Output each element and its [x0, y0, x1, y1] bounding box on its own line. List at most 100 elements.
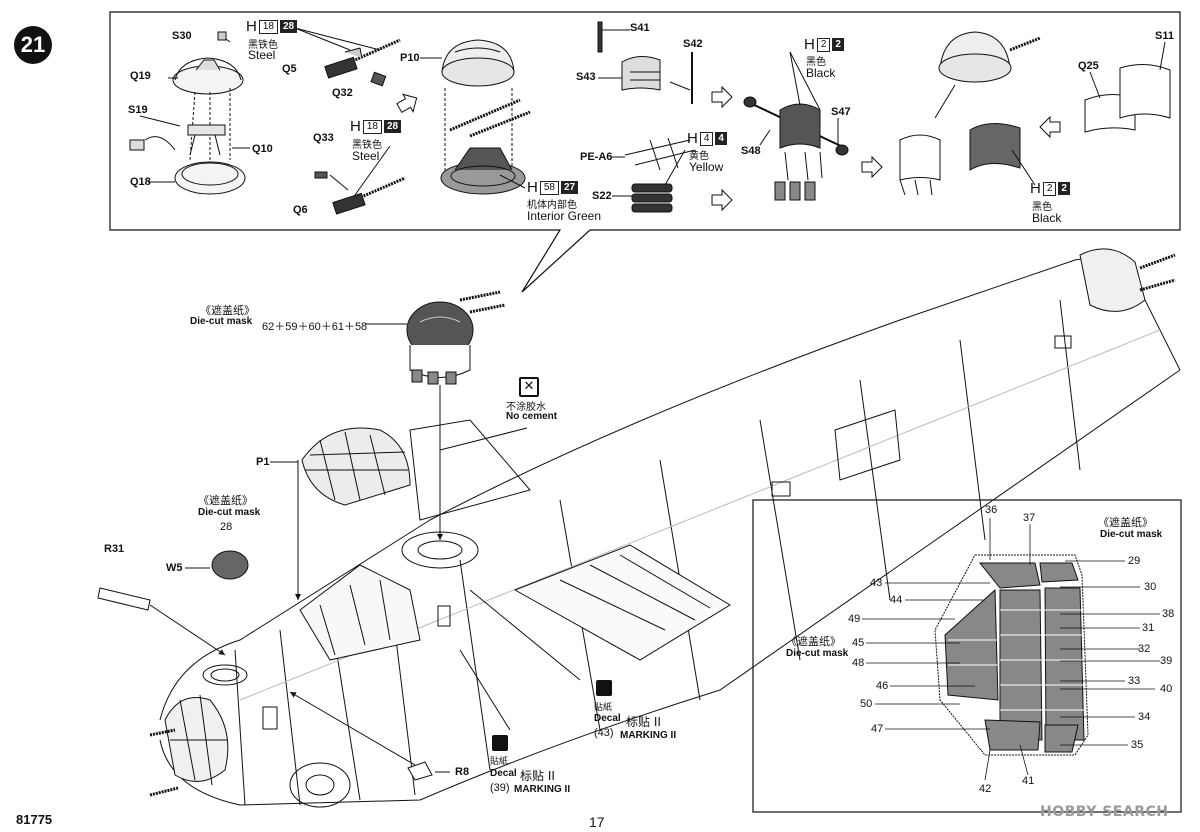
paint-number: 4	[699, 131, 714, 146]
paint-code-steel-2: H 18 28	[350, 118, 402, 135]
part-label-s43: S43	[576, 71, 596, 83]
mask-number: 43	[870, 577, 883, 589]
paint-code-black-2: H 2 2	[1030, 180, 1070, 197]
decal-marking-en: MARKING II	[620, 730, 677, 741]
mask-number: 38	[1162, 608, 1175, 620]
paint-name-cn: 黑色	[806, 57, 826, 68]
nose-mask-number: 28	[220, 521, 233, 533]
paint-number: 2	[816, 37, 831, 52]
part-label-q5: Q5	[282, 63, 297, 75]
paint-name-cn: 黑色	[1032, 202, 1052, 213]
part-label-s19: S19	[128, 104, 148, 116]
paint-brand: H	[527, 179, 538, 196]
part-label-r31: R31	[104, 543, 125, 555]
part-label-q32: Q32	[332, 87, 353, 99]
part-label-q10: Q10	[252, 143, 273, 155]
paint-number-alt: 27	[560, 181, 579, 194]
no-cement-en: No cement	[506, 411, 558, 422]
paint-brand: H	[350, 118, 361, 135]
mask-number: 36	[985, 504, 998, 516]
part-label-q6: Q6	[293, 204, 308, 216]
watermark: HOBBY SEARCH	[1040, 804, 1169, 820]
mask-number: 35	[1131, 739, 1144, 751]
turret-mask-title-en: Die-cut mask	[190, 316, 253, 327]
turret-mask-numbers: 62＋59＋60＋61＋58	[262, 321, 368, 333]
paint-name-en: Yellow	[689, 160, 724, 174]
decal-en: Decal	[594, 713, 621, 724]
kit-number: 81775	[16, 812, 53, 827]
part-label-s48: S48	[741, 145, 761, 157]
part-label-w5: W5	[166, 562, 183, 574]
nose-mask-title-en: Die-cut mask	[198, 507, 261, 518]
paint-code-interior-green: H 58 27	[527, 179, 579, 196]
decal-marking-cn: 标贴 II	[520, 769, 555, 783]
paint-number: 2	[1042, 181, 1057, 196]
part-label-s11: S11	[1155, 30, 1174, 42]
paint-brand: H	[246, 18, 257, 35]
mask-number: 49	[848, 613, 861, 625]
paint-brand: H	[1030, 180, 1041, 197]
canopy-mask-title-en: Die-cut mask	[1100, 529, 1163, 540]
paint-number: 58	[539, 180, 559, 195]
mask-number: 34	[1138, 711, 1151, 723]
mask-number: 44	[890, 594, 903, 606]
part-label-s22: S22	[592, 190, 612, 202]
mask-number: 50	[860, 698, 873, 710]
decal-number: (43)	[594, 727, 614, 739]
paint-name-cn: 机体内部色	[527, 200, 577, 211]
canopy-mask-title-en-2: Die-cut mask	[786, 648, 849, 659]
turret-mask-title-cn: 《遮盖纸》	[200, 304, 255, 317]
paint-number-alt: 2	[1058, 182, 1070, 195]
part-label-q33: Q33	[313, 132, 334, 144]
mask-number: 30	[1144, 581, 1157, 593]
decal-number: (39)	[490, 782, 510, 794]
mask-number: 31	[1142, 622, 1155, 634]
no-cement-icon: ✕	[519, 377, 539, 397]
nose-mask-title-cn: 《遮盖纸》	[198, 494, 253, 507]
decal-cn-small: 貼紙	[490, 757, 509, 767]
mask-number: 41	[1022, 775, 1035, 787]
decal-icon	[492, 735, 508, 751]
paint-number-alt: 2	[832, 38, 844, 51]
part-label-s47: S47	[831, 106, 851, 118]
paint-name-en: Steel	[352, 149, 380, 163]
mask-number: 39	[1160, 655, 1173, 667]
paint-name-cn: 黑铁色	[248, 40, 278, 51]
paint-brand: H	[687, 130, 698, 147]
paint-number: 18	[362, 119, 382, 134]
canopy-mask-title-cn: 《遮盖纸》	[1098, 516, 1153, 529]
part-label-p10: P10	[400, 52, 420, 64]
part-label-s30: S30	[172, 30, 192, 42]
mask-number: 42	[979, 783, 992, 795]
page-number: 17	[589, 814, 605, 830]
mask-number: 48	[852, 657, 865, 669]
paint-number-alt: 28	[383, 120, 402, 133]
paint-number-alt: 4	[715, 132, 727, 145]
paint-code-steel-1: H 18 28	[246, 18, 298, 35]
paint-code-yellow: H 4 4	[687, 130, 727, 147]
decal-icon	[596, 680, 612, 696]
paint-name-en: Interior Green	[527, 209, 602, 223]
paint-name-en: Steel	[248, 48, 276, 62]
decal-en: Decal	[490, 768, 517, 779]
decal-marking-cn: 标贴 II	[626, 715, 661, 729]
mask-number: 40	[1160, 683, 1173, 695]
mask-number: 32	[1138, 643, 1151, 655]
part-label-q18: Q18	[130, 176, 151, 188]
paint-code-black-1: H 2 2	[804, 36, 844, 53]
no-cement-cn: 不涂胶水	[506, 402, 546, 413]
part-label-r8: R8	[455, 766, 470, 778]
mask-number: 46	[876, 680, 889, 692]
paint-name-en: Black	[1032, 211, 1062, 225]
part-label-q25: Q25	[1078, 60, 1099, 72]
part-label-s41: S41	[630, 22, 650, 34]
mask-number: 37	[1023, 512, 1036, 524]
mask-number: 29	[1128, 555, 1141, 567]
step-number-badge: 21	[14, 26, 52, 64]
paint-brand: H	[804, 36, 815, 53]
paint-name-cn: 黑铁色	[352, 140, 382, 151]
mask-number: 33	[1128, 675, 1141, 687]
part-label-p1: P1	[256, 456, 270, 468]
part-label-q19: Q19	[130, 70, 151, 82]
